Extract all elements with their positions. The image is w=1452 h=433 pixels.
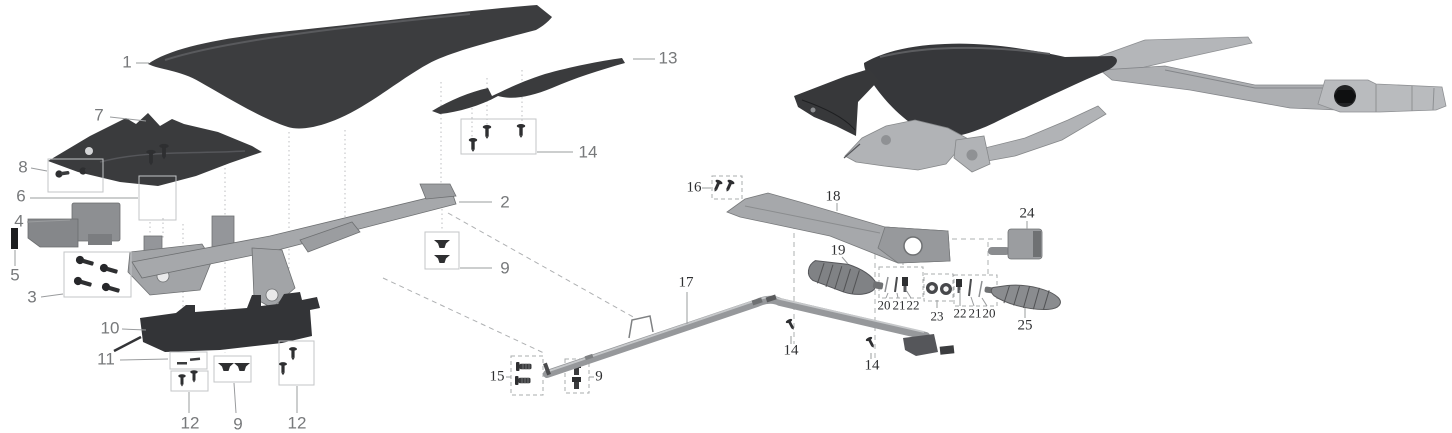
callout-9-bottom: 9 [233, 414, 243, 433]
callout-20-left: 20 [877, 297, 891, 313]
callout-23: 23 [930, 308, 944, 324]
callout-20-right: 20 [982, 305, 996, 321]
assembled-side-panel [794, 69, 879, 136]
side-panel-part [48, 113, 262, 186]
seat-part [148, 5, 552, 129]
assembled-view [794, 36, 1447, 173]
callout-24: 24 [1019, 205, 1035, 222]
grab-rail-part [726, 192, 951, 264]
callout-2: 2 [500, 192, 510, 212]
tail-cover-part [432, 58, 625, 114]
callout-9-mid: 9 [595, 368, 603, 385]
callout-8: 8 [18, 157, 28, 177]
callout-7: 7 [94, 105, 104, 125]
fasteners [54, 124, 983, 389]
callout-6: 6 [16, 186, 26, 206]
callout-16: 16 [686, 179, 702, 196]
callout-22-right: 22 [953, 305, 967, 321]
end-block-part [988, 228, 1043, 260]
hardware-boxes [47, 118, 537, 392]
footpeg-right-part [984, 284, 1061, 310]
callout-21-left: 21 [892, 297, 906, 313]
assembled-front-subframe [844, 105, 1107, 171]
callout-12-right: 12 [287, 413, 307, 433]
callout-4: 4 [14, 211, 24, 231]
callout-14-top: 14 [578, 142, 598, 162]
footpeg-left-part [807, 260, 884, 295]
callout-15: 15 [489, 368, 505, 385]
callout-1: 1 [122, 52, 132, 72]
callout-18: 18 [825, 188, 841, 205]
callout-14-mid-left: 14 [783, 342, 799, 359]
callout-19: 19 [830, 242, 846, 259]
frame-tube-part [543, 294, 955, 378]
callout-11: 11 [97, 349, 115, 369]
rubber-strip-part [11, 228, 18, 249]
callout-13: 13 [658, 48, 678, 68]
callout-21-right: 21 [968, 305, 982, 321]
under-tray-part [113, 292, 320, 353]
callout-3: 3 [27, 287, 37, 307]
callout-14-mid-right: 14 [864, 357, 880, 374]
callout-17: 17 [678, 274, 694, 291]
callout-9-upper: 9 [500, 258, 510, 278]
assembled-seat [864, 43, 1117, 137]
callout-12-left: 12 [180, 413, 200, 433]
callout-5: 5 [10, 265, 20, 285]
callout-10: 10 [100, 318, 120, 338]
toolbox-part [27, 202, 121, 248]
subframe-rail-part [127, 183, 457, 309]
leader-lines [14, 58, 1028, 414]
callout-22-left: 22 [906, 297, 920, 313]
callout-25: 25 [1017, 317, 1033, 334]
